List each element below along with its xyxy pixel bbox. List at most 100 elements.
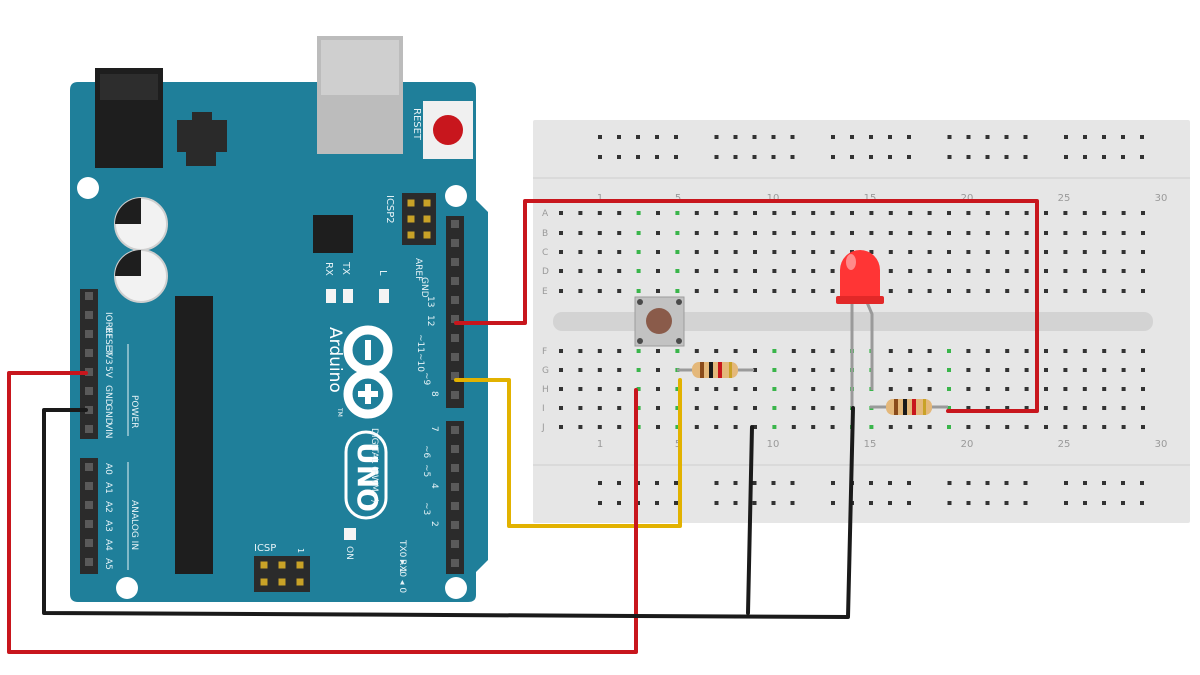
- breadboard-hole: [733, 211, 738, 215]
- breadboard-hole: [1005, 368, 1010, 372]
- breadboard-hole: [985, 349, 990, 353]
- breadboard-hole: [947, 269, 951, 273]
- breadboard-hole: [908, 269, 913, 273]
- rail-hole: [1023, 501, 1028, 505]
- breadboard-hole: [947, 349, 951, 353]
- push-button-cap[interactable]: [646, 308, 672, 334]
- breadboard-hole: [559, 269, 563, 273]
- breadboard-hole: [597, 406, 602, 410]
- breadboard-hole: [947, 425, 951, 429]
- pin-label-6: ~6: [421, 445, 431, 459]
- breadboard-hole: [753, 406, 757, 410]
- breadboard-hole: [791, 289, 796, 293]
- rail-hole: [790, 501, 795, 505]
- icsp-pin: [296, 578, 304, 586]
- reset-button[interactable]: [423, 101, 473, 159]
- rail-hole: [831, 135, 835, 139]
- rx-label: RX: [323, 262, 334, 276]
- breadboard-hole: [656, 406, 660, 410]
- rail-hole: [907, 481, 911, 485]
- breadboard-hole: [636, 368, 641, 372]
- col-number-top-25: 25: [1058, 193, 1071, 204]
- breadboard-hole: [559, 211, 563, 215]
- usb-connector-inner: [321, 40, 399, 95]
- row-label-d: D: [542, 267, 549, 277]
- rail-hole: [1083, 501, 1087, 505]
- rail-hole: [1083, 135, 1087, 139]
- arduino-uno-board: RESET ICSP2 TX RX L Arduino TM UNO: [70, 36, 488, 602]
- header-pin: [85, 501, 93, 509]
- breadboard-hole: [791, 349, 796, 353]
- breadboard-hole: [830, 269, 835, 273]
- breadboard-hole: [772, 425, 777, 429]
- breadboard-hole: [1141, 289, 1145, 293]
- breadboard-hole: [636, 425, 641, 429]
- power-rail-bottom: [598, 481, 1144, 505]
- breadboard-hole: [1141, 269, 1145, 273]
- breadboard-hole: [1141, 425, 1145, 429]
- breadboard-hole: [733, 231, 738, 235]
- header-pin: [85, 311, 93, 319]
- power-label: POWER: [129, 395, 139, 428]
- breadboard-hole: [617, 425, 622, 429]
- breadboard-hole: [947, 289, 951, 293]
- pin-label-vin: VIN: [103, 423, 113, 439]
- rail-hole: [947, 501, 952, 505]
- rail-hole: [966, 481, 971, 485]
- pin-label-tx0: TX0 ▸ 1: [397, 539, 407, 573]
- header-pin: [451, 391, 459, 399]
- capacitor-2: [114, 249, 168, 303]
- breadboard-hole: [947, 250, 951, 254]
- breadboard-hole: [1121, 406, 1126, 410]
- breadboard-hole: [772, 250, 777, 254]
- breadboard-hole: [1063, 425, 1068, 429]
- breadboard-hole: [888, 211, 893, 215]
- breadboard-hole: [966, 269, 971, 273]
- header-pin: [451, 353, 459, 361]
- digital-label: DIGITAL (PWM~): [369, 428, 379, 503]
- digital-pin-labels: AREF GND 13 12 ~11 ~10 ~9 8 7 ~6 ~5 4 ~3…: [397, 258, 439, 593]
- breadboard-hole: [1102, 211, 1107, 215]
- breadboard-hole: [791, 425, 796, 429]
- header-pin: [85, 463, 93, 471]
- breadboard-hole: [559, 231, 563, 235]
- breadboard-hole: [1121, 289, 1126, 293]
- breadboard-hole: [1063, 269, 1068, 273]
- rail-hole: [733, 135, 738, 139]
- breadboard-hole: [1024, 368, 1029, 372]
- push-button[interactable]: [634, 296, 685, 347]
- breadboard-hole: [1102, 231, 1107, 235]
- rail-hole: [1140, 135, 1144, 139]
- breadboard-hole: [1005, 289, 1010, 293]
- breadboard-hole: [617, 406, 622, 410]
- breadboard-hole: [578, 387, 583, 391]
- rail-hole: [733, 501, 738, 505]
- breadboard-hole: [578, 289, 583, 293]
- breadboard-hole: [927, 269, 932, 273]
- pin-label-a2: A2: [103, 501, 113, 513]
- breadboard-hole: [636, 406, 641, 410]
- l-label: L: [377, 270, 388, 276]
- rail-hole: [714, 481, 719, 485]
- pin-label-a3: A3: [103, 520, 113, 532]
- icsp-header-body: [254, 556, 310, 592]
- rail-hole: [1140, 155, 1144, 159]
- breadboard-hole: [656, 211, 660, 215]
- icsp-pin: [260, 561, 268, 569]
- header-pin: [85, 349, 93, 357]
- icsp-header: [254, 556, 310, 592]
- rail-hole: [1064, 481, 1068, 485]
- breadboard-hole: [985, 231, 990, 235]
- breadboard-hole: [985, 269, 990, 273]
- reset-label: RESET: [411, 108, 422, 141]
- breadboard-hole: [559, 387, 563, 391]
- reset-button-cap[interactable]: [433, 115, 463, 145]
- breadboard-hole: [753, 211, 757, 215]
- mounting-hole-bottom-left: [116, 577, 138, 599]
- breadboard-hole: [985, 211, 990, 215]
- breadboard-hole: [597, 269, 602, 273]
- rail-hole: [1102, 501, 1106, 505]
- breadboard-hole: [694, 250, 699, 254]
- digital-header-bottom: [446, 421, 464, 574]
- breadboard-hole: [1044, 231, 1048, 235]
